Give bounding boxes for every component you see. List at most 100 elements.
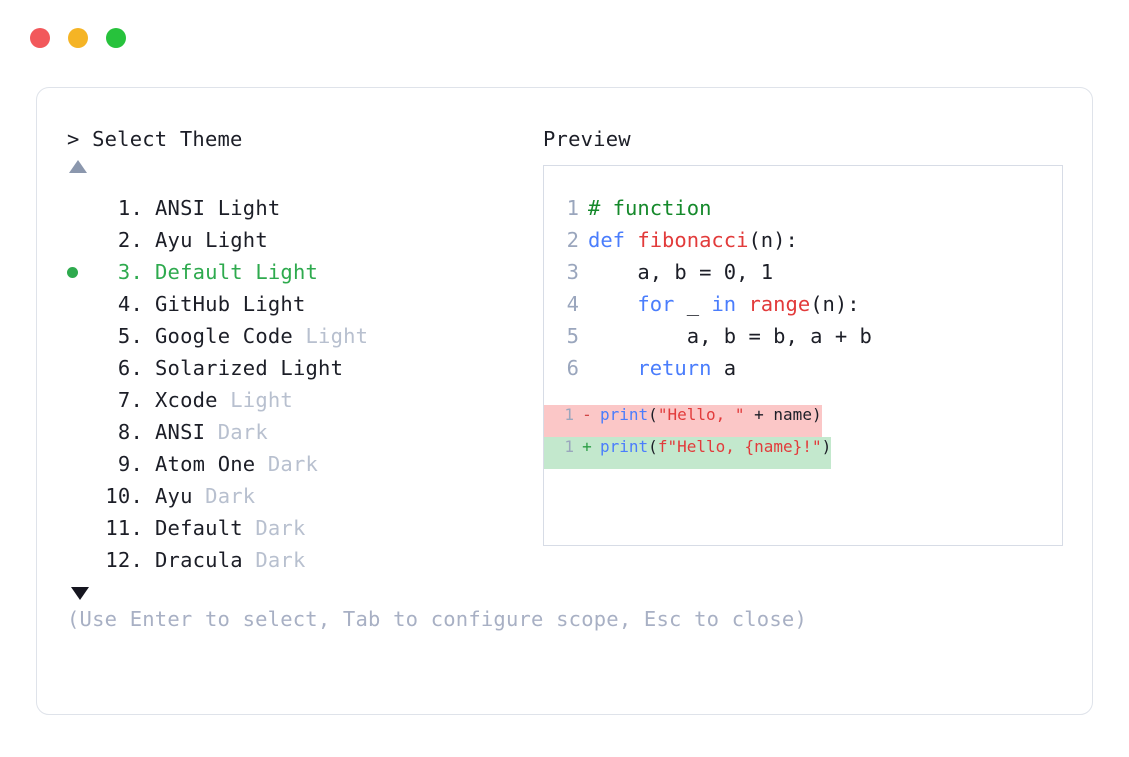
selected-indicator-cell <box>67 512 93 544</box>
theme-item-number: 11. <box>105 516 143 540</box>
theme-item-label: Dracula Dark <box>155 548 306 572</box>
code-line-text: # function <box>588 192 711 224</box>
theme-item-number: 2. <box>117 228 143 252</box>
selected-indicator-cell <box>67 288 93 320</box>
window-traffic-lights <box>30 28 126 48</box>
theme-item-variant: Light <box>217 388 293 412</box>
theme-list-item[interactable]: 10.Ayu Dark <box>67 480 543 512</box>
selected-indicator-cell <box>67 480 93 512</box>
theme-list-item[interactable]: 11. Default Dark <box>67 512 543 544</box>
selected-indicator-cell <box>67 224 93 256</box>
diff-line-text: print("Hello, " + name) <box>600 405 822 424</box>
theme-list-item[interactable]: 2.Ayu Light <box>67 224 543 256</box>
theme-list-item[interactable]: 12.Dracula Dark <box>67 544 543 576</box>
theme-item-label: Xcode Light <box>155 388 293 412</box>
theme-item-label: Default Dark <box>155 516 306 540</box>
theme-item-label: Solarized Light <box>155 356 344 380</box>
theme-list-item[interactable]: 8. ANSI Dark <box>67 416 543 448</box>
diff-line-number: 1 <box>564 437 574 456</box>
scroll-down-arrow-icon[interactable] <box>71 586 89 600</box>
selected-indicator-cell <box>67 448 93 480</box>
theme-item-variant: Dark <box>205 420 268 444</box>
theme-list-item[interactable]: 5.Google Code Light <box>67 320 543 352</box>
diff-line-add: 1 + print(f"Hello, {name}!") <box>544 437 832 469</box>
code-line-text: return a <box>588 352 736 384</box>
scroll-down-row[interactable] <box>67 576 543 610</box>
theme-list-item[interactable]: 4. GitHub Light <box>67 288 543 320</box>
selected-indicator-cell <box>67 384 93 416</box>
scroll-up-row[interactable] <box>67 160 543 188</box>
theme-list-item[interactable]: 9. Atom One Dark <box>67 448 543 480</box>
code-line: 3 a, b = 0, 1 <box>544 256 1062 288</box>
selected-indicator-cell <box>67 352 93 384</box>
code-token-plain: ( <box>648 405 658 424</box>
diff-marker: - <box>582 405 592 424</box>
code-line-text: a, b = b, a + b <box>588 320 872 352</box>
theme-item-label: Atom One Dark <box>155 452 319 476</box>
code-token-func: fibonacci <box>637 228 749 252</box>
code-line-number: 1 <box>566 196 579 220</box>
page-title: > Select Theme <box>67 127 243 151</box>
code-token-plain: (n): <box>748 228 798 252</box>
keyboard-hint: (Use Enter to select, Tab to configure s… <box>67 607 807 631</box>
preview-title: Preview <box>543 127 631 151</box>
diff-line-del: 1-print("Hello, " + name) <box>544 405 822 437</box>
code-token-string: f"Hello, {name}!" <box>657 437 822 456</box>
theme-item-variant: Dark <box>242 548 306 572</box>
diff-marker: + <box>582 437 592 456</box>
selected-indicator-cell <box>67 192 93 224</box>
code-token-string: "Hello, " <box>657 405 745 424</box>
code-token-keyword: for <box>637 292 675 316</box>
code-token-keyword: return <box>637 356 712 380</box>
code-line-number: 4 <box>566 292 579 316</box>
theme-item-label: ANSI Dark <box>155 420 268 444</box>
code-line: 1 # function <box>544 192 1062 224</box>
code-token-plain: a, b = b, a + b <box>588 324 872 348</box>
theme-list-item[interactable]: 3.Default Light <box>67 256 543 288</box>
theme-item-number: 8. <box>117 420 143 444</box>
code-token-plain: a, b = 0, 1 <box>588 260 774 284</box>
selected-indicator-cell <box>67 416 93 448</box>
selected-indicator-cell <box>67 256 93 288</box>
diff-line-number: 1 <box>564 405 574 424</box>
theme-item-label: GitHub Light <box>155 292 306 316</box>
code-line-number: 2 <box>566 228 579 252</box>
theme-item-number: 4. <box>117 292 143 316</box>
theme-item-variant: Dark <box>255 452 319 476</box>
code-token-plain <box>588 292 637 316</box>
theme-item-number: 1. <box>117 196 143 220</box>
close-button-icon[interactable] <box>30 28 50 48</box>
code-token-plain: ( <box>648 437 658 456</box>
diff-line-text: print(f"Hello, {name}!") <box>600 437 831 456</box>
code-token-keyword: print <box>600 437 649 456</box>
theme-item-number: 9. <box>117 452 143 476</box>
theme-item-label: Default Light <box>155 260 319 284</box>
maximize-button-icon[interactable] <box>106 28 126 48</box>
theme-item-number: 6. <box>117 356 143 380</box>
minimize-button-icon[interactable] <box>68 28 88 48</box>
code-token-comment: # function <box>588 196 712 220</box>
theme-item-variant: Light <box>292 324 369 348</box>
scroll-up-arrow-icon[interactable] <box>69 160 87 173</box>
theme-list-item[interactable]: 6. Solarized Light <box>67 352 543 384</box>
theme-item-label: Google Code Light <box>155 324 369 348</box>
code-token-plain: (n): <box>810 292 860 316</box>
theme-item-number: 10. <box>105 484 143 508</box>
code-line: 4 for _ in range(n): <box>544 288 1062 320</box>
code-token-plain: ) <box>821 437 832 456</box>
theme-list-item[interactable]: 7.Xcode Light <box>67 384 543 416</box>
code-line-text: for _ in range(n): <box>588 288 860 320</box>
code-token-func: range <box>748 292 811 316</box>
theme-list-item[interactable]: 1.ANSI Light <box>67 192 543 224</box>
code-token-keyword: in <box>711 292 737 316</box>
code-line: 5 a, b = b, a + b <box>544 320 1062 352</box>
diff-block: 1-print("Hello, " + name)1+print(f"Hello… <box>544 405 1062 469</box>
